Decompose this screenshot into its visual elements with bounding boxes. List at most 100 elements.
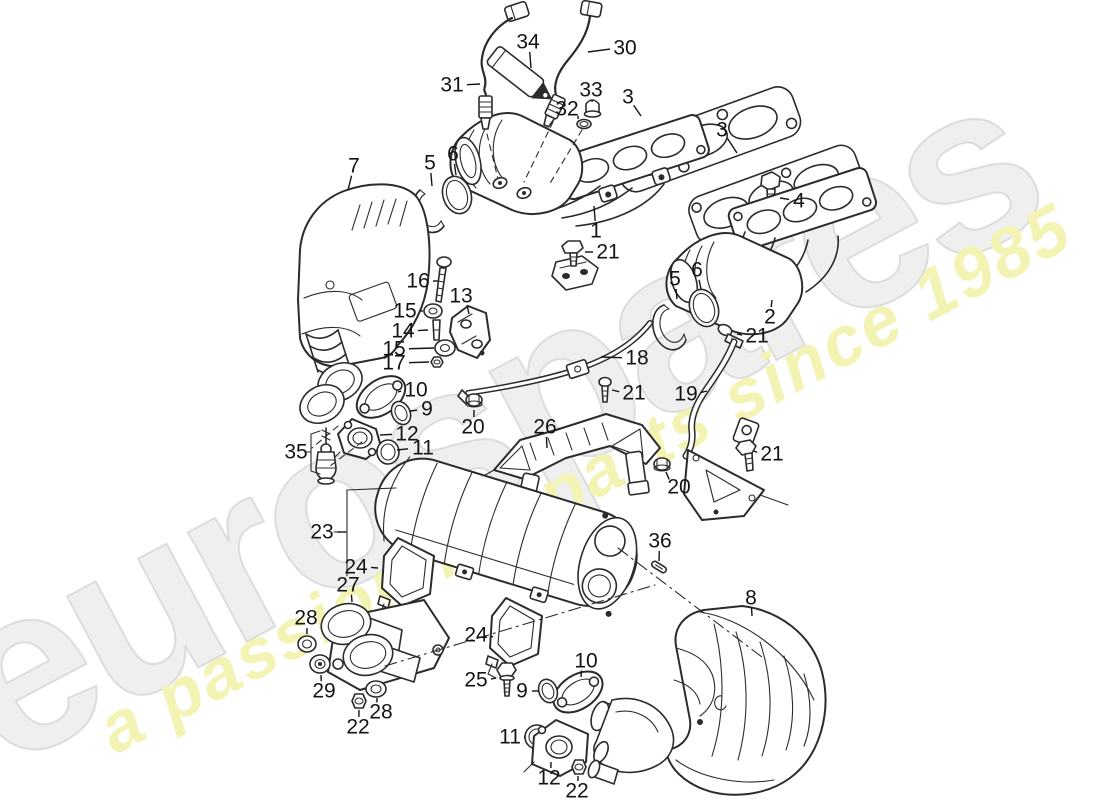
part-callout-9-44: 9 — [516, 680, 528, 703]
bolt-21-top-art — [561, 240, 584, 267]
leader-line-11-31 — [396, 448, 409, 451]
leader-line-21-20 — [736, 333, 743, 336]
support-rod-18-art — [457, 320, 653, 405]
leader-line-6-13 — [698, 279, 702, 290]
part-callout-12-30: 12 — [395, 423, 418, 446]
part-callout-20-28: 20 — [461, 416, 484, 439]
part-callout-12-49: 12 — [537, 767, 560, 790]
part-callout-21-33: 21 — [760, 443, 783, 466]
part-callout-24-37: 24 — [344, 556, 368, 579]
part-callout-32-5: 32 — [555, 98, 578, 121]
leader-line-19-26 — [700, 390, 708, 394]
clamp-5-right-art — [652, 304, 687, 351]
part-callout-28-40: 28 — [294, 607, 317, 630]
leader-line-4-10 — [779, 197, 790, 201]
leader-line-27-38 — [350, 594, 353, 603]
tail-pipe-27-art — [320, 599, 450, 691]
grommet-15-lower-art — [434, 339, 456, 357]
leader-line-17-23 — [408, 361, 430, 364]
grommet-15-upper-art — [423, 303, 443, 319]
washer-28-lower-art — [365, 680, 387, 698]
leader-line-25-43 — [490, 677, 497, 680]
oxygen-sensor-31-art — [478, 0, 530, 180]
part-callout-2-18: 2 — [764, 306, 776, 329]
gasket-10-lower-art — [552, 670, 604, 714]
bolt-21-rod-art — [598, 376, 612, 403]
part-callout-21-25: 21 — [622, 382, 645, 405]
leader-line-20-34 — [665, 471, 670, 480]
construction-lines — [311, 425, 763, 667]
part-callout-15-21: 15 — [382, 338, 405, 361]
part-callout-14-19: 14 — [391, 320, 415, 343]
seal-ring-32-art — [548, 118, 592, 186]
leader-line-10-24 — [397, 390, 402, 393]
leader-line-34-0 — [529, 51, 532, 69]
leader-line-26-29 — [545, 436, 548, 449]
vacuum-valve-35-art — [305, 427, 337, 485]
bolt-16-art — [435, 256, 452, 303]
seal-ring-9-upper-art — [390, 400, 412, 426]
grease-tube-34-art — [486, 46, 553, 100]
part-callout-7-9: 7 — [348, 155, 360, 178]
leader-line-21-33 — [753, 450, 758, 454]
leader-line-30-1 — [587, 48, 611, 53]
leader-line-5-8 — [430, 172, 433, 187]
part-callout-30-1: 30 — [613, 37, 636, 60]
muffler-23-art — [374, 456, 638, 617]
part-callout-35-32: 35 — [284, 441, 307, 464]
part-callout-6-13: 6 — [691, 259, 703, 282]
part-callout-10-42: 10 — [574, 650, 597, 673]
part-callout-8-39: 8 — [745, 587, 757, 610]
leader-line-5-14 — [675, 288, 678, 300]
washer-29-art — [309, 654, 331, 674]
leader-line-9-27 — [409, 409, 418, 412]
leader-line-18-22 — [600, 356, 623, 359]
leader-line-24-41 — [490, 635, 494, 638]
nut-22-right-art — [571, 759, 587, 775]
washer-28-upper-art — [297, 635, 317, 653]
part-callout-6-7: 6 — [447, 143, 459, 166]
part-callout-9-27: 9 — [421, 398, 433, 421]
leader-line-21-25 — [611, 389, 620, 393]
part-callout-1-11: 1 — [590, 220, 602, 243]
part-callout-28-46: 28 — [369, 701, 392, 724]
part-callout-11-48: 11 — [499, 726, 521, 749]
pin-14-art — [432, 319, 441, 341]
part-callout-5-14: 5 — [669, 268, 681, 291]
part-callout-10-24: 10 — [404, 379, 427, 402]
leader-line-10-42 — [580, 670, 583, 678]
part-callout-19-26: 19 — [674, 383, 697, 406]
part-callout-17-23: 17 — [382, 352, 405, 375]
part-callout-3-6: 3 — [716, 119, 728, 142]
seal-ring-9-lower-art — [537, 678, 559, 704]
part-callout-36-36: 36 — [648, 530, 671, 553]
part-callout-15-17: 15 — [393, 300, 416, 323]
leader-line-3-4 — [633, 104, 642, 117]
part-callout-16-15: 16 — [406, 270, 429, 293]
leader-line-6-7 — [453, 163, 457, 176]
part-callout-5-8: 5 — [424, 152, 436, 175]
leader-line-12-30 — [379, 433, 393, 436]
bolt-21-cat2-art — [717, 323, 744, 349]
mount-bracket-top-art — [551, 255, 599, 291]
leader-line-14-19 — [417, 329, 429, 332]
part-callout-24-41: 24 — [464, 624, 488, 647]
part-callout-3-4: 3 — [622, 86, 634, 109]
part-callout-11-31: 11 — [412, 437, 434, 460]
bolt-21-bracket19-art — [735, 439, 757, 472]
leader-line-7-9 — [347, 175, 353, 191]
flange-12-upper-art — [331, 418, 382, 461]
seal-ring-11-upper-art — [376, 439, 400, 465]
seal-ring-6-left-art — [441, 175, 473, 215]
part-callout-23-35: 23 — [310, 521, 333, 544]
part-callout-18-22: 18 — [625, 347, 648, 370]
oxygen-sensor-30-art — [523, 0, 603, 183]
manifold-1-art — [449, 112, 710, 227]
part-callout-22-50: 22 — [565, 780, 588, 800]
diagram-art — [297, 0, 878, 796]
muffler-8-art — [587, 605, 827, 796]
part-callout-33-3: 33 — [579, 79, 602, 102]
part-callout-22-47: 22 — [346, 716, 369, 739]
